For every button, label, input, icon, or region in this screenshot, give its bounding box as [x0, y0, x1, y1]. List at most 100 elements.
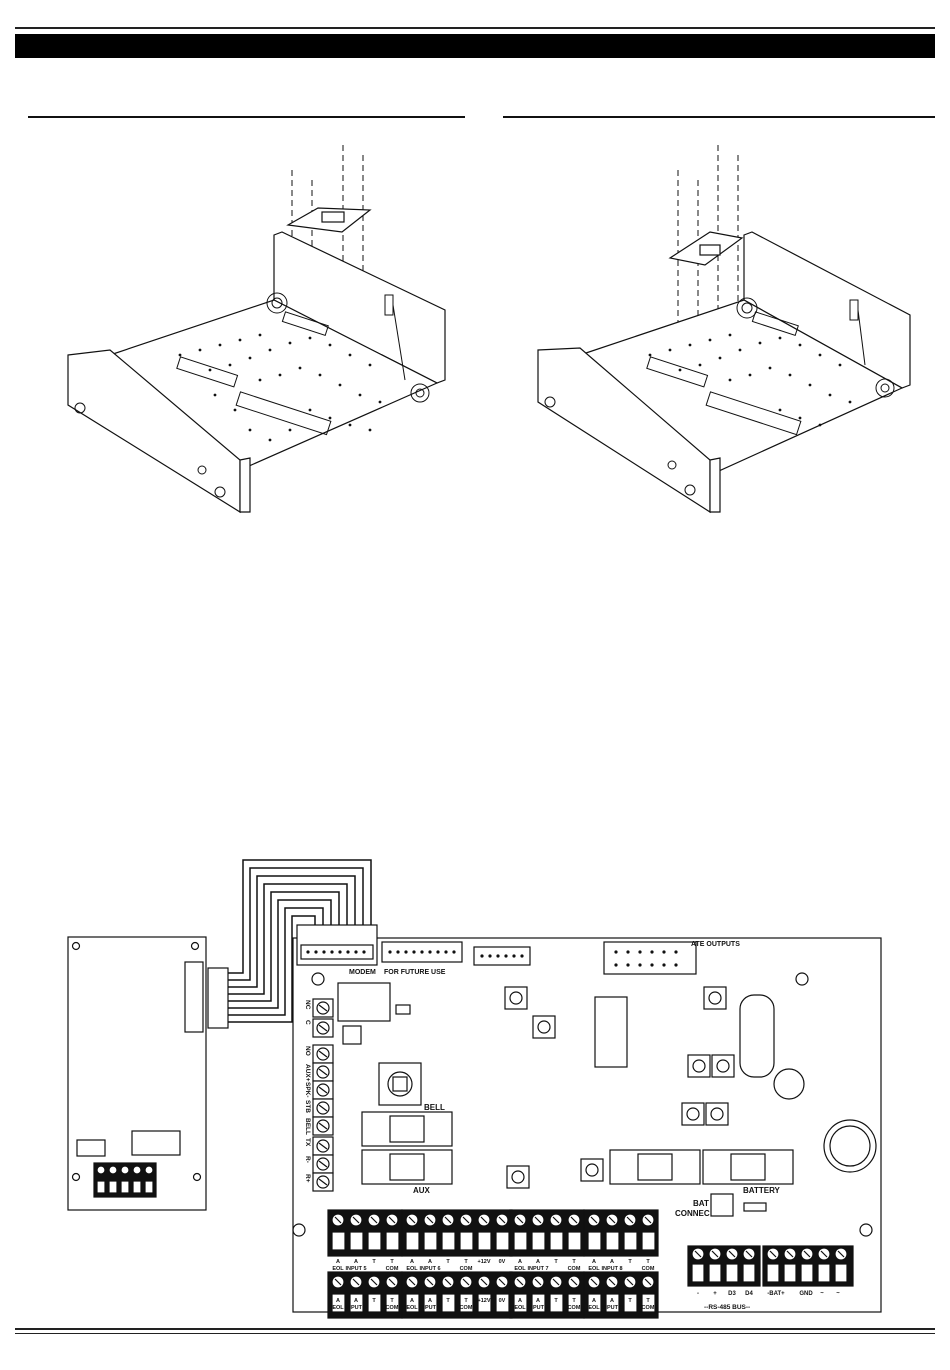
section-header-bar — [15, 34, 935, 58]
bat-connector — [710, 1193, 734, 1217]
bell-label: BELL — [424, 1103, 445, 1112]
inductor-coil — [739, 994, 775, 1078]
input-terminal: T — [549, 1213, 564, 1265]
input-terminal-label: A — [354, 1298, 358, 1304]
power-label: GND — [799, 1291, 813, 1297]
input-terminal-label: A — [410, 1298, 414, 1304]
input-terminal-label: EOL — [588, 1266, 600, 1272]
power-terminal — [817, 1247, 831, 1283]
power-terminal — [800, 1247, 814, 1283]
input-terminal-label: EOL — [406, 1266, 418, 1272]
terminal-label: R+ — [304, 1174, 311, 1183]
input-terminal-label: A — [410, 1259, 414, 1265]
enclosure-left-figure — [67, 145, 446, 514]
enclosure-right-figure — [537, 145, 911, 514]
terminal-label: R- — [304, 1156, 311, 1163]
bat-label: BAT — [693, 1199, 709, 1208]
input-terminal: 0V — [495, 1275, 510, 1313]
input-terminal-label: +12V — [478, 1298, 491, 1304]
connec-label: CONNEC — [675, 1209, 710, 1218]
ptc-components — [504, 986, 735, 1189]
input-terminal-label: INPUT 2 — [419, 1305, 440, 1311]
input-terminal-label: T — [646, 1298, 650, 1304]
bottom-rule-thin — [15, 1333, 935, 1334]
input-terminal-label: EOL — [514, 1305, 526, 1311]
rs485-terminal: D4 — [742, 1247, 756, 1297]
input-terminal-label: COM — [386, 1305, 399, 1311]
terminal-label: SPK- — [304, 1082, 311, 1098]
terminal-screw: NO — [304, 1044, 334, 1064]
terminal-screw: NC — [304, 998, 334, 1018]
input-terminal-label: T — [464, 1298, 468, 1304]
terminal-screw: STB — [304, 1098, 334, 1118]
input-terminal-label: A — [536, 1298, 540, 1304]
terminal-label: NO — [304, 1046, 311, 1056]
input-terminal-label: T — [390, 1259, 394, 1265]
input-terminal-label: EOL — [406, 1305, 418, 1311]
rs485-label: D4 — [745, 1291, 753, 1297]
input-terminal-label: COM — [386, 1266, 399, 1272]
input-terminal-label: INPUT 3 — [527, 1305, 548, 1311]
input-terminal-label: A — [354, 1259, 358, 1265]
input-terminal: T — [367, 1275, 382, 1313]
input-terminal-label: T — [628, 1259, 632, 1265]
input-terminal-label: A — [518, 1298, 522, 1304]
input-terminal-label: T — [446, 1298, 450, 1304]
input-terminal: T — [441, 1275, 456, 1313]
top-rule — [15, 27, 935, 29]
terminal-screw: BELL — [304, 1116, 334, 1136]
input-terminal-label: INPUT 6 — [419, 1266, 440, 1272]
rs485-label: - — [697, 1291, 699, 1297]
power-label: ~ — [820, 1291, 824, 1297]
power-terminal — [834, 1247, 848, 1283]
power-label: -BAT+ — [767, 1291, 785, 1297]
bottom-rule — [15, 1328, 935, 1330]
future-use-label: FOR FUTURE USE — [384, 969, 446, 976]
modem-terminal-block — [93, 1162, 157, 1198]
input-terminal-label: A — [336, 1259, 340, 1265]
battery-cell — [823, 1119, 877, 1173]
input-terminal-label: EOL — [514, 1266, 526, 1272]
input-terminal: +12V — [477, 1275, 492, 1313]
input-terminal-label: T — [554, 1259, 558, 1265]
outputs-label: ATE OUTPUTS — [691, 941, 740, 948]
rs485-bus-label: --RS-485 BUS-- — [704, 1304, 750, 1311]
input-terminal-label: A — [592, 1259, 596, 1265]
input-terminal: T — [367, 1213, 382, 1265]
input-terminal-label: COM — [460, 1305, 473, 1311]
input-terminal: T — [549, 1275, 564, 1313]
aux-label: AUX — [413, 1186, 431, 1195]
terminal-label: STB — [304, 1100, 311, 1113]
rs485-label: + — [713, 1291, 717, 1297]
wiring-diagram: MODEM FOR FUTURE USE ATE OUTPUTS BELL AU… — [67, 859, 882, 1319]
input-terminal-label: A — [536, 1259, 540, 1265]
input-terminal-label: T — [646, 1259, 650, 1265]
input-terminal-label: A — [428, 1298, 432, 1304]
input-terminal-label: COM — [460, 1266, 473, 1272]
input-terminal-label: +12V — [478, 1259, 491, 1265]
input-terminal-label: INPUT 7 — [527, 1266, 548, 1272]
input-terminal-label: A — [518, 1259, 522, 1265]
terminal-screw: C — [304, 1018, 334, 1038]
input-terminal-label: EOL — [332, 1305, 344, 1311]
